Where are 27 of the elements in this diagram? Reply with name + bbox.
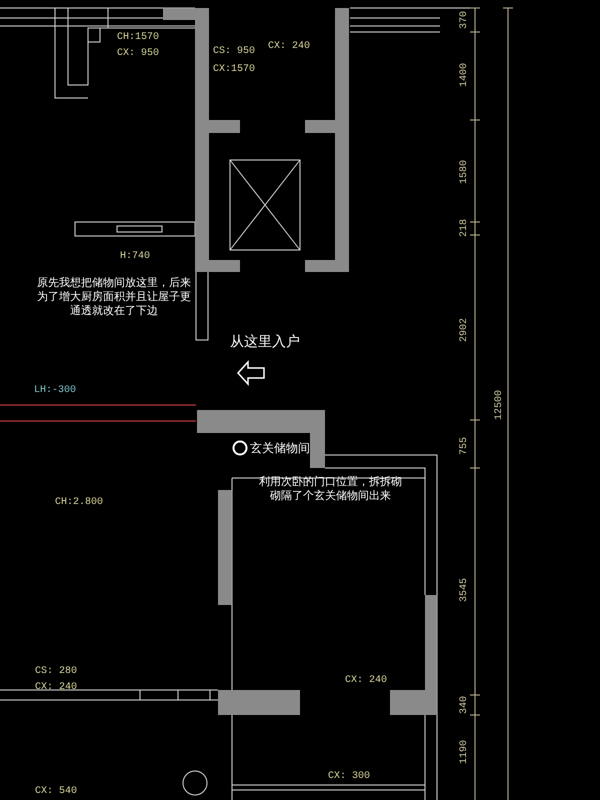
window-size-label: CX: 950 [117, 48, 160, 60]
note-text: 利用次卧的门口位置，拆拆砌砌隔了个玄关储物间出来 [258, 475, 403, 502]
window-sill-label: CS: 950 [213, 46, 256, 58]
ceiling-height-label: CH:1570 [117, 32, 160, 44]
dimension-text: 340 [458, 696, 471, 714]
dimension-text: 1400 [458, 63, 471, 87]
window-size-label: CX: 300 [328, 771, 370, 784]
window-sill-label: CS: 280 [35, 666, 78, 678]
dimension-text: 755 [458, 437, 471, 455]
entry-label: 从这里入户 [230, 334, 300, 352]
dimension-text: 3545 [458, 578, 471, 602]
dimension-text: 370 [458, 11, 471, 29]
dimension-text: 1190 [458, 740, 471, 764]
ceiling-height-label: CH:2.800 [55, 497, 104, 510]
dimension-text: 2902 [458, 318, 471, 342]
window-size-label: CX: 240 [35, 682, 78, 694]
window-size-label: CX: 540 [35, 786, 78, 798]
dimension-text: 12500 [494, 390, 506, 420]
height-label: H:740 [120, 251, 150, 264]
window-size-label: CX: 240 [268, 41, 310, 54]
level-label: LH:-300 [34, 385, 76, 398]
note-text: 原先我想把储物间放这里，后来为了增大厨房面积并且让屋子更通透就改在了下边 [36, 276, 192, 318]
dimension-text: 1580 [458, 160, 471, 184]
window-size-label: CX: 240 [345, 675, 388, 688]
dimension-text: 218 [458, 219, 471, 237]
window-size-label: CX:1570 [213, 64, 256, 76]
room-label: 玄关储物间 [250, 441, 310, 456]
